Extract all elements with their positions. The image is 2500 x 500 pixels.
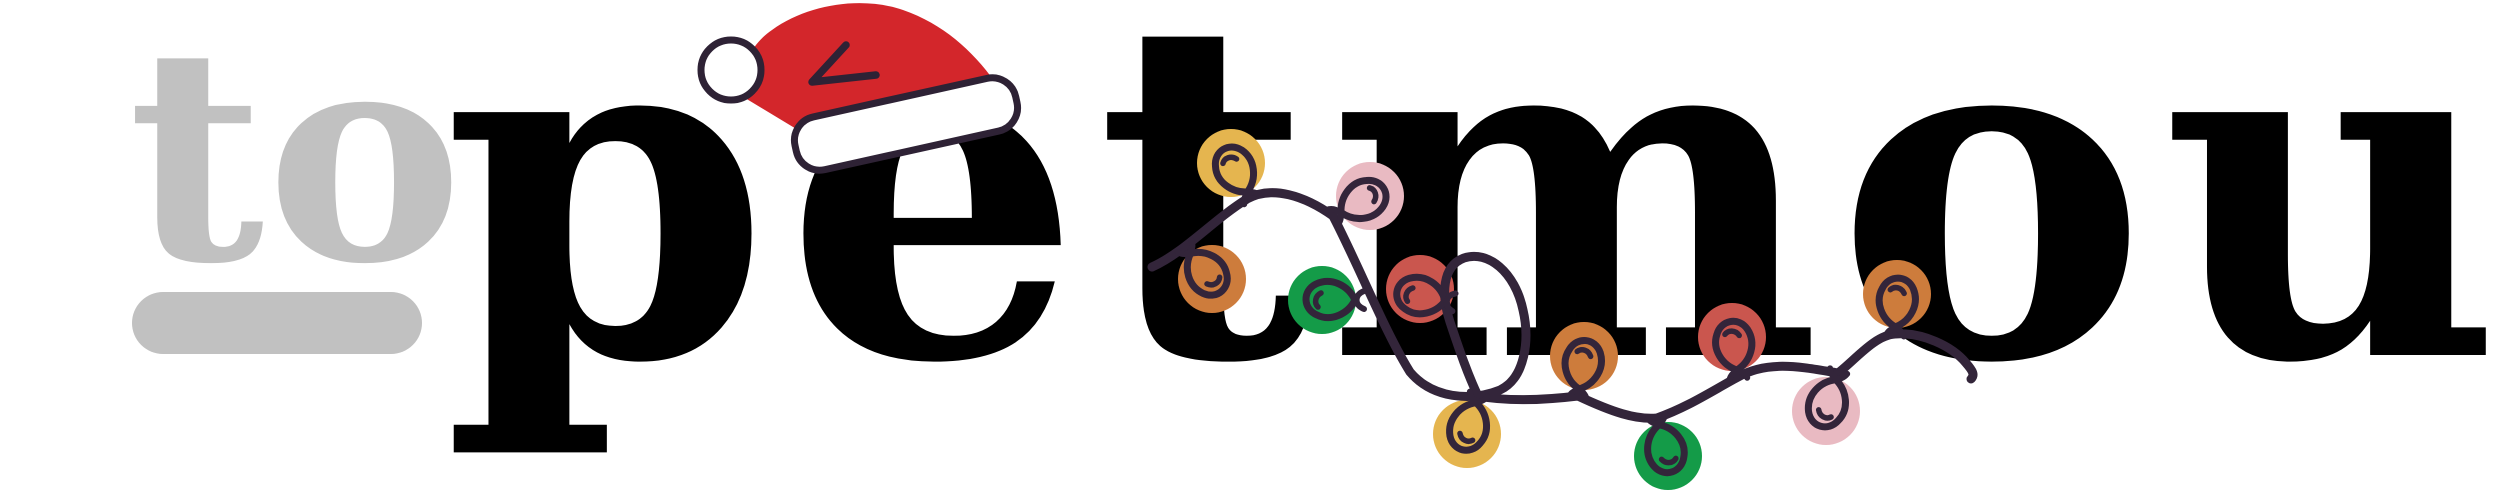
logo-underline	[132, 292, 422, 354]
logo-brand: petmou	[443, 0, 2500, 466]
logo-prefix: to	[128, 0, 466, 329]
